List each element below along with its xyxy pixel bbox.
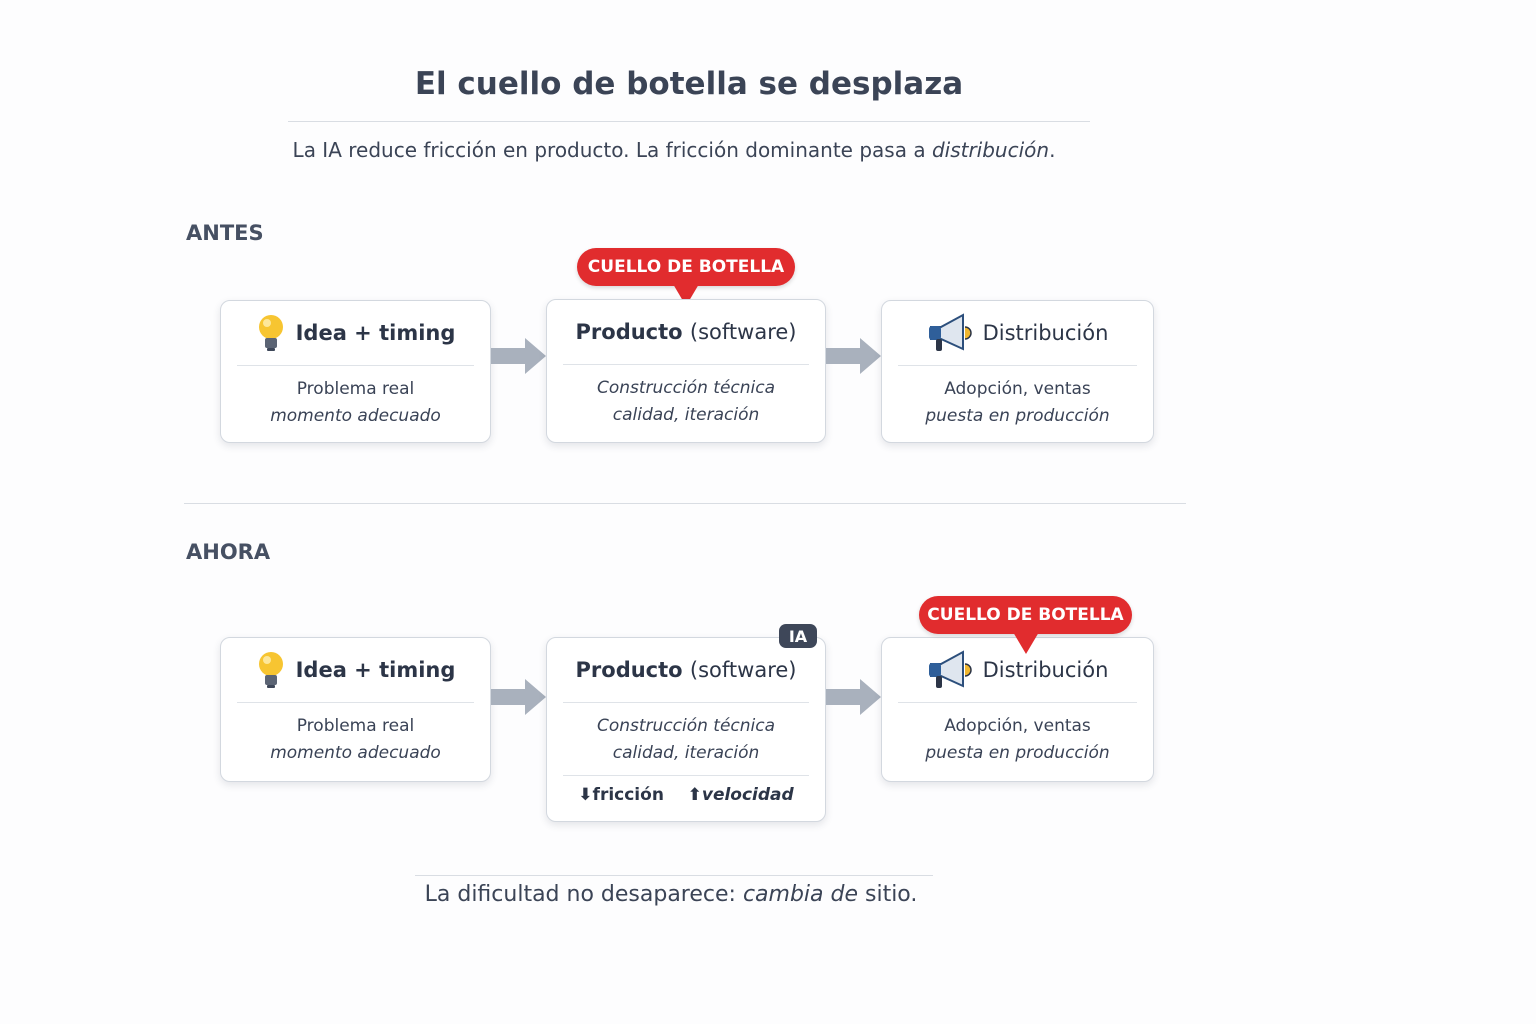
box-title-light: (software) [689, 320, 797, 344]
box-title-light: (software) [689, 658, 797, 682]
box-title: Idea + timing [295, 321, 456, 345]
conclusion-emphasis: cambia de [742, 882, 858, 907]
ia-badge: IA [779, 624, 817, 648]
box-line-2: puesta en producción [925, 406, 1110, 426]
idea-box-now: Idea + timing Problema real momento adecu… [220, 637, 491, 782]
conclusion-text: La dificultad no desaparece: [424, 882, 743, 907]
box-line-2: puesta en producción [925, 743, 1110, 763]
bottleneck-badge-now: CUELLO DE BOTELLA [919, 596, 1132, 654]
arrow-right-icon [826, 679, 881, 715]
badge-label: CUELLO DE BOTELLA [587, 257, 785, 277]
product-box-now: Producto (software) IA Construcción técn… [546, 624, 826, 822]
divider [563, 775, 809, 776]
arrow-down-icon: ⬇ [578, 785, 593, 805]
subtitle-text: La IA reduce fricción en producto. La fr… [292, 138, 932, 162]
product-box-before: Producto (software) Construcción técnica… [546, 299, 826, 443]
megaphone-icon [928, 650, 972, 688]
page-title: El cuello de botella se desplaza [414, 66, 964, 102]
distribution-box-before: Distribución Adopción, ventas puesta en p… [881, 300, 1154, 443]
arrow-right-icon [491, 679, 546, 715]
box-title: Distribución [982, 658, 1109, 682]
box-title: Distribución [982, 321, 1109, 345]
box-title: Idea + timing [295, 658, 456, 682]
megaphone-icon [928, 313, 972, 351]
conclusion: La dificultad no desaparece: cambia de s… [0, 882, 1342, 907]
distribution-box-now: Distribución Adopción, ventas puesta en p… [881, 637, 1154, 782]
box-line-2: momento adecuado [270, 406, 441, 426]
box-line-2: momento adecuado [270, 743, 441, 763]
divider [898, 702, 1137, 703]
arrow-right-icon [491, 338, 546, 374]
divider [237, 365, 474, 366]
arrow-right-icon [826, 338, 881, 374]
section-divider [184, 503, 1186, 504]
divider [563, 364, 809, 365]
lightbulb-icon [258, 315, 283, 351]
divider [898, 365, 1137, 366]
conclusion-divider [415, 875, 933, 876]
box-line-1: Construcción técnica [596, 716, 776, 736]
divider [563, 702, 809, 703]
box-line-1: Construcción técnica [596, 378, 776, 398]
badge-label: CUELLO DE BOTELLA [927, 605, 1124, 625]
lightbulb-icon [258, 652, 283, 688]
arrow-up-icon: ⬆ [687, 785, 702, 805]
box-line-1: Adopción, ventas [944, 716, 1091, 736]
box-line-1: Adopción, ventas [944, 379, 1091, 399]
box-line-2: calidad, iteración [612, 743, 760, 763]
friction-label: fricción [592, 785, 664, 805]
box-title: Producto [575, 320, 683, 344]
title-divider [288, 121, 1090, 122]
subtitle-end: . [1049, 138, 1056, 162]
box-line-1: Problema real [296, 379, 415, 399]
idea-box-before: Idea + timing Problema real momento adecu… [220, 300, 491, 443]
divider [237, 702, 474, 703]
section-label-now: AHORA [186, 540, 271, 564]
box-title: Producto [575, 658, 683, 682]
subtitle-emphasis: distribución [931, 138, 1050, 162]
box-line-2: calidad, iteración [612, 405, 760, 425]
subtitle: La IA reduce fricción en producto. La fr… [0, 138, 1348, 162]
box-line-1: Problema real [296, 716, 415, 736]
section-label-before: ANTES [186, 221, 264, 245]
conclusion-end: sitio. [858, 882, 918, 907]
velocity-label: velocidad [701, 785, 794, 805]
bottleneck-badge-before: CUELLO DE BOTELLA [577, 248, 795, 306]
